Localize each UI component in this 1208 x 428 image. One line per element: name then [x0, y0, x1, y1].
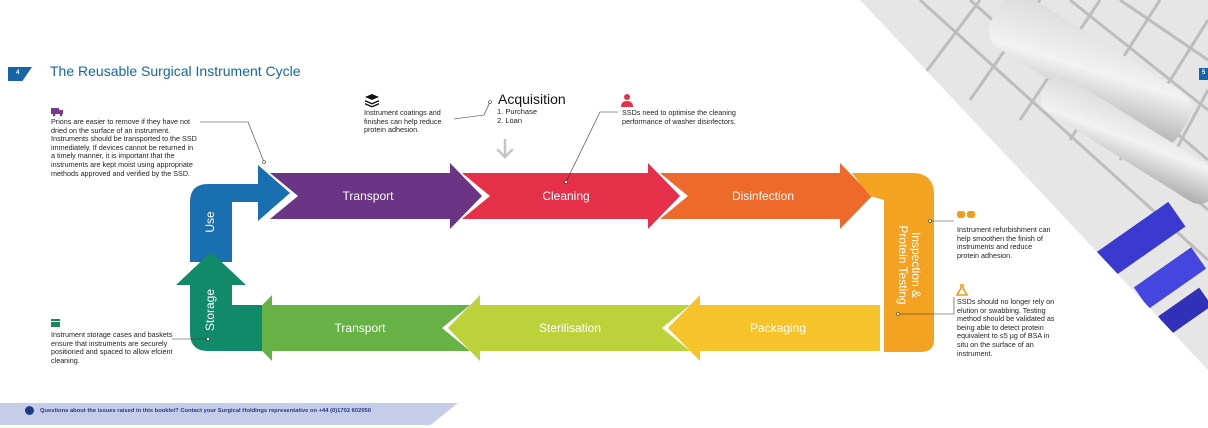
note-coatings: Instrument coatings and finishes can hel…	[364, 108, 442, 135]
acquisition-item-purchase: 1. Purchase	[497, 107, 538, 116]
stage-sterilisation-label: Sterilisation	[539, 321, 601, 335]
down-arrow-icon	[496, 138, 514, 159]
stage-packaging-label: Packaging	[750, 321, 806, 335]
note-elution: SSDs should no longer rely on elution or…	[957, 297, 1055, 358]
acquisition-list: 1. Purchase 2. Loan	[497, 107, 537, 125]
stage-inspection-label-line2: Protein Testing	[896, 225, 910, 304]
footer-contact-text: Questions about the issues raised in thi…	[40, 408, 372, 414]
stage-transport-bottom-label: Transport	[335, 321, 387, 335]
acquisition-item-loan: 2. Loan	[497, 116, 523, 125]
stage-storage-shape	[176, 252, 262, 351]
page-number-right: 5	[1199, 68, 1208, 80]
person-icon	[621, 94, 633, 107]
storage-box-icon	[51, 319, 60, 327]
stage-inspection-shape	[852, 173, 934, 352]
layers-icon	[365, 94, 379, 108]
stage-packaging-shape	[668, 295, 880, 361]
stage-transport-top-label: Transport	[343, 189, 395, 203]
stage-cleaning-shape	[462, 163, 680, 229]
stage-cleaning-label: Cleaning	[542, 189, 589, 203]
note-refurbishment: Instrument refurbishment can help smooth…	[957, 225, 1051, 260]
note-storage: Instrument storage cases and baskets ens…	[51, 330, 173, 365]
note-prions: Prions are easier to remove if they have…	[51, 117, 197, 178]
stage-transport-top-shape	[270, 163, 482, 229]
page-title: The Reusable Surgical Instrument Cycle	[50, 63, 301, 79]
connector-prions	[200, 121, 265, 163]
acquisition-title: Acquisition	[498, 91, 566, 107]
stage-use-label: Use	[203, 211, 217, 233]
connector-ssd-cleaning	[565, 111, 618, 183]
note-ssd-cleaning: SSDs need to optimise the cleaning perfo…	[622, 108, 736, 126]
connector-coatings	[453, 101, 491, 120]
stage-disinfection-label: Disinfection	[732, 189, 794, 203]
flask-icon	[955, 284, 969, 296]
stage-storage-label: Storage	[203, 289, 217, 331]
truck-icon	[51, 108, 63, 117]
chat-bubble-icon	[25, 406, 34, 415]
footer-banner	[0, 403, 458, 425]
stage-sterilisation-shape	[448, 295, 690, 361]
connector-elution	[898, 297, 955, 315]
stage-transport-bottom-shape	[240, 295, 470, 361]
stage-disinfection-shape	[660, 163, 872, 229]
stage-use-shape	[190, 165, 290, 262]
stage-inspection-label-line1: Inspection &	[909, 232, 923, 298]
glasses-icon	[957, 211, 975, 218]
